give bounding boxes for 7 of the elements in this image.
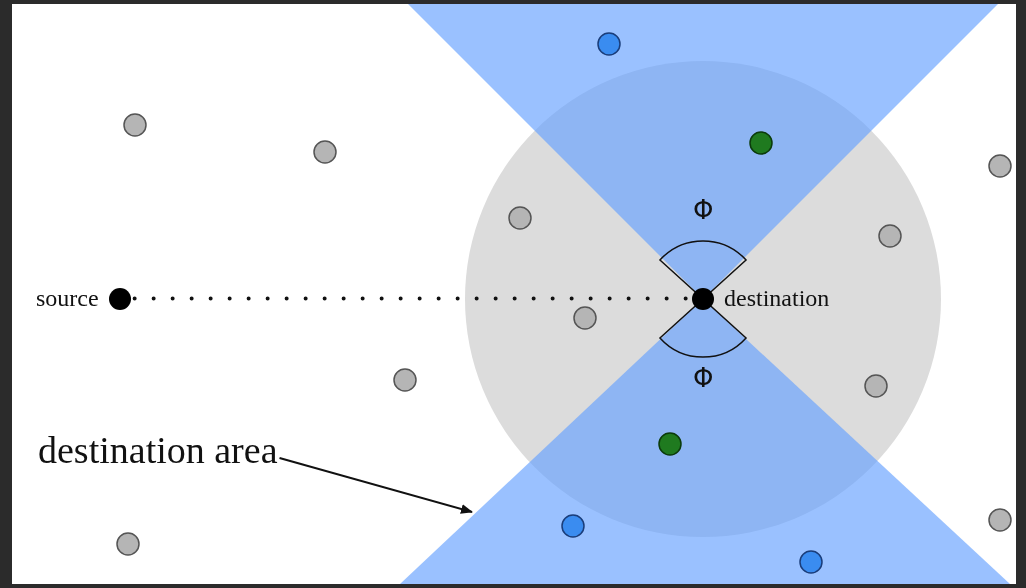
- angle-label: Φ: [693, 363, 714, 393]
- node-label: destination area: [38, 428, 278, 472]
- node-label: destination: [724, 285, 830, 312]
- connector: [132, 296, 690, 301]
- angle-label: Φ: [693, 195, 714, 225]
- leader-line: [278, 457, 473, 514]
- node-label: source: [36, 285, 99, 312]
